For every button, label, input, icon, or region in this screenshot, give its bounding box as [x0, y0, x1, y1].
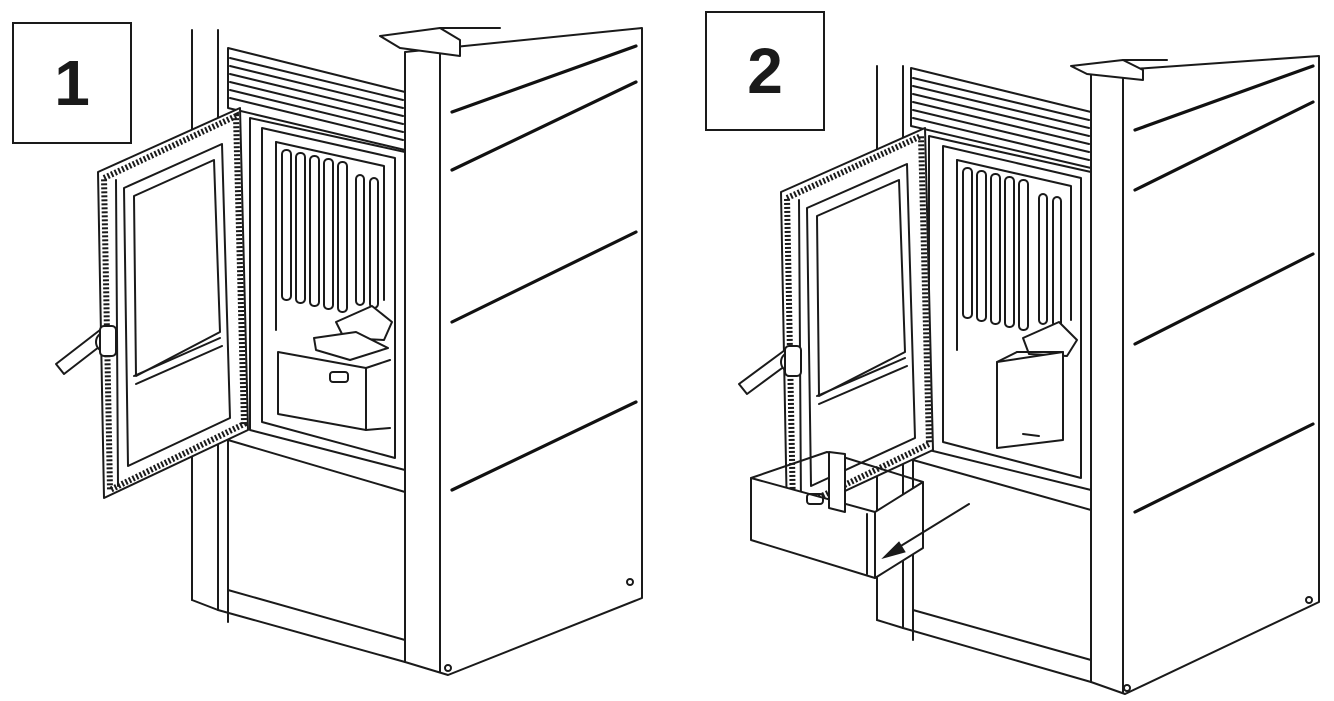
- firebox: [249, 117, 406, 471]
- stove-open-door-illustration: [55, 27, 643, 676]
- arrow-down-left-icon: [881, 503, 970, 559]
- stove-top-grille: [227, 47, 406, 151]
- door-handle: [55, 325, 117, 375]
- door-handle: [738, 345, 802, 395]
- stove-top-cap: [1070, 59, 1168, 81]
- stove-ash-drawer-removal-illustration: [738, 55, 1320, 695]
- stove-side-panel: [404, 27, 643, 676]
- stove-side-panel: [1090, 55, 1320, 695]
- ash-drawer: [750, 451, 924, 579]
- step-number-box: 1: [12, 22, 132, 144]
- stove-door-open: [97, 107, 249, 499]
- step-number-box: 2: [705, 11, 825, 131]
- stove-top-cap: [379, 27, 501, 57]
- stove-door-open: [780, 127, 934, 519]
- stove-top-grille: [910, 67, 1092, 169]
- firebox: [928, 135, 1092, 491]
- step-1-panel: 1: [12, 22, 643, 676]
- step-2-panel: 2: [667, 0, 1334, 701]
